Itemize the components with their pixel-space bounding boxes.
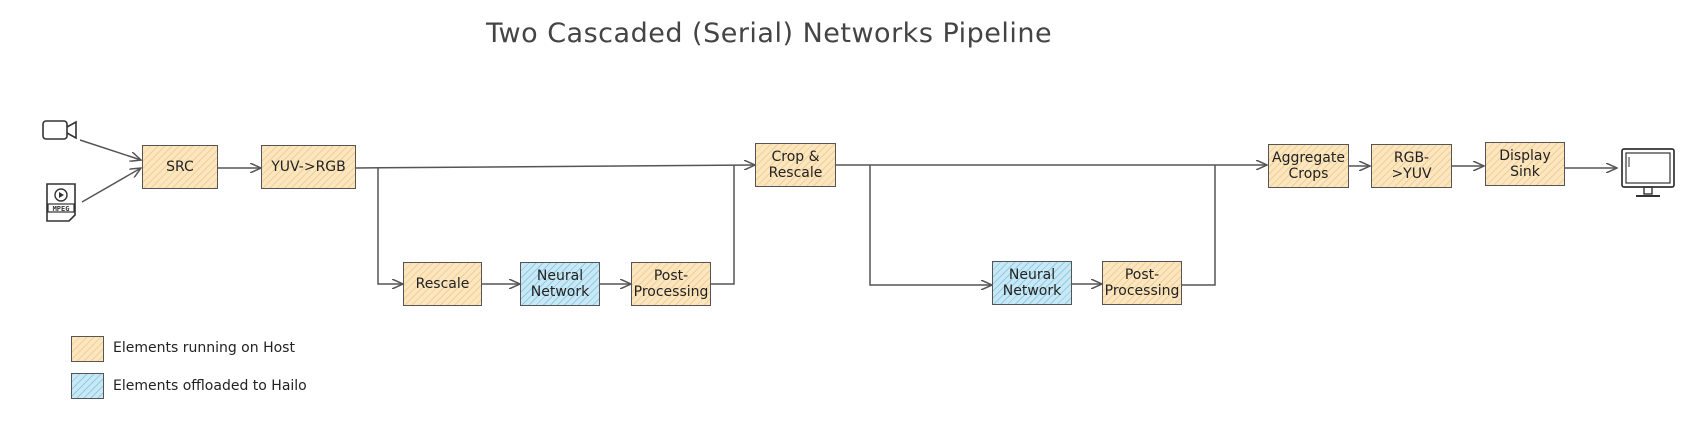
node-aggregate-crops: Aggregate Crops bbox=[1268, 144, 1349, 188]
camera-icon bbox=[42, 120, 77, 140]
edge-post2-aggregate bbox=[1182, 165, 1216, 286]
video-file-icon: MPEG bbox=[46, 183, 76, 222]
node-neural-network-1: Neural Network bbox=[520, 262, 600, 306]
node-rgb-to-yuv: RGB->YUV bbox=[1371, 144, 1452, 188]
legend-hailo-swatch bbox=[71, 373, 104, 399]
node-yuv-to-rgb: YUV->RGB bbox=[261, 145, 356, 189]
legend-host-label: Elements running on Host bbox=[113, 340, 295, 356]
node-display-sink: Display Sink bbox=[1485, 142, 1565, 186]
node-post-processing-1: Post- Processing bbox=[631, 262, 711, 306]
legend-host-swatch bbox=[71, 336, 104, 362]
monitor-icon bbox=[1621, 148, 1675, 197]
node-rescale: Rescale bbox=[403, 262, 482, 306]
node-src: SRC bbox=[142, 145, 218, 189]
edge-post1-crop bbox=[711, 165, 735, 285]
edge-file-src bbox=[81, 168, 141, 203]
node-crop-rescale: Crop & Rescale bbox=[755, 143, 836, 187]
node-neural-network-2: Neural Network bbox=[992, 261, 1072, 305]
video-file-label: MPEG bbox=[53, 205, 70, 213]
page-title: Two Cascaded (Serial) Networks Pipeline bbox=[486, 18, 1053, 49]
node-post-processing-2: Post- Processing bbox=[1102, 261, 1182, 305]
edge-camera-src bbox=[79, 139, 141, 160]
edge-crop-nn2 bbox=[869, 165, 992, 285]
edge-yuv-crop bbox=[355, 165, 755, 168]
edge-yuv-rescale bbox=[377, 168, 403, 284]
legend-hailo-label: Elements offloaded to Hailo bbox=[113, 378, 307, 394]
